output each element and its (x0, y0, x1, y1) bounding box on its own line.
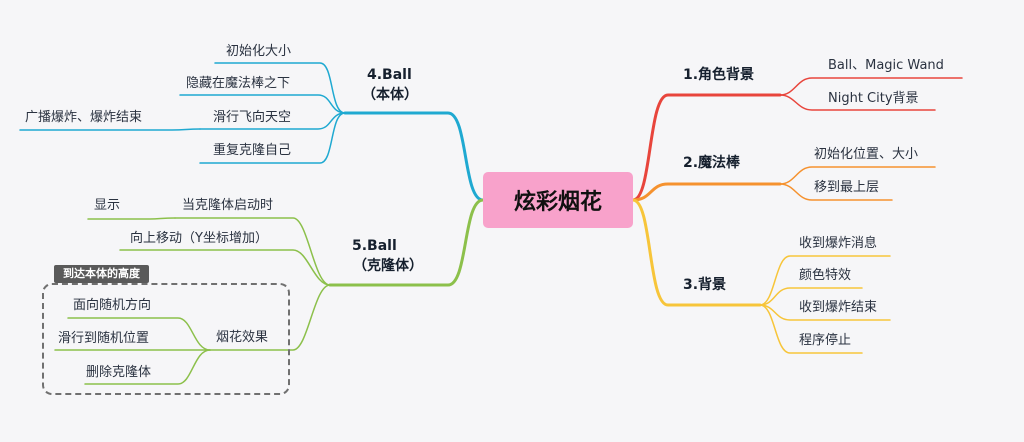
branch-4-item[interactable]: 初始化大小 (226, 44, 292, 59)
branch-3-item[interactable]: 颜色特效 (799, 268, 852, 283)
branch-5-subitem[interactable]: 显示 (94, 198, 121, 213)
branch-2-item[interactable]: 移到最上层 (814, 180, 880, 195)
branch-4-item[interactable]: 隐藏在魔法棒之下 (186, 76, 291, 91)
branch-1-item[interactable]: Ball、Magic Wand (828, 58, 944, 73)
branch-4-subtitle: （本体） (362, 87, 418, 103)
effect-subitem[interactable]: 滑行到随机位置 (58, 331, 150, 346)
branch-5-item[interactable]: 烟花效果 (216, 330, 269, 345)
branch-4-subitem[interactable]: 广播爆炸、爆炸结束 (25, 110, 143, 125)
branch-3-item[interactable]: 收到爆炸消息 (799, 236, 878, 251)
summary-label[interactable]: 到达本体的高度 (54, 265, 149, 283)
branch-4-title[interactable]: 4.Ball (367, 67, 412, 83)
branch-1-title[interactable]: 1.角色背景 (683, 67, 755, 83)
branch-2-title[interactable]: 2.魔法棒 (683, 155, 741, 171)
central-topic[interactable]: 炫彩烟花 (483, 172, 633, 228)
branch-1-item[interactable]: Night City背景 (828, 91, 919, 106)
branch-5-item[interactable]: 向上移动（Y坐标增加） (130, 231, 268, 246)
branch-4-item[interactable]: 滑行飞向天空 (213, 110, 292, 125)
effect-subitem[interactable]: 删除克隆体 (86, 365, 152, 380)
branch-3-item[interactable]: 收到爆炸结束 (799, 300, 878, 315)
branch-5-subtitle: （克隆体） (353, 258, 423, 274)
summary-boundary (42, 283, 290, 395)
branch-4-item[interactable]: 重复克隆自己 (213, 143, 292, 158)
branch-5-title[interactable]: 5.Ball (352, 238, 397, 254)
branch-5-item[interactable]: 当克隆体启动时 (182, 198, 274, 213)
branch-3-item[interactable]: 程序停止 (799, 333, 852, 348)
effect-subitem[interactable]: 面向随机方向 (73, 298, 152, 313)
branch-3-title[interactable]: 3.背景 (683, 277, 727, 293)
branch-2-item[interactable]: 初始化位置、大小 (814, 147, 919, 162)
